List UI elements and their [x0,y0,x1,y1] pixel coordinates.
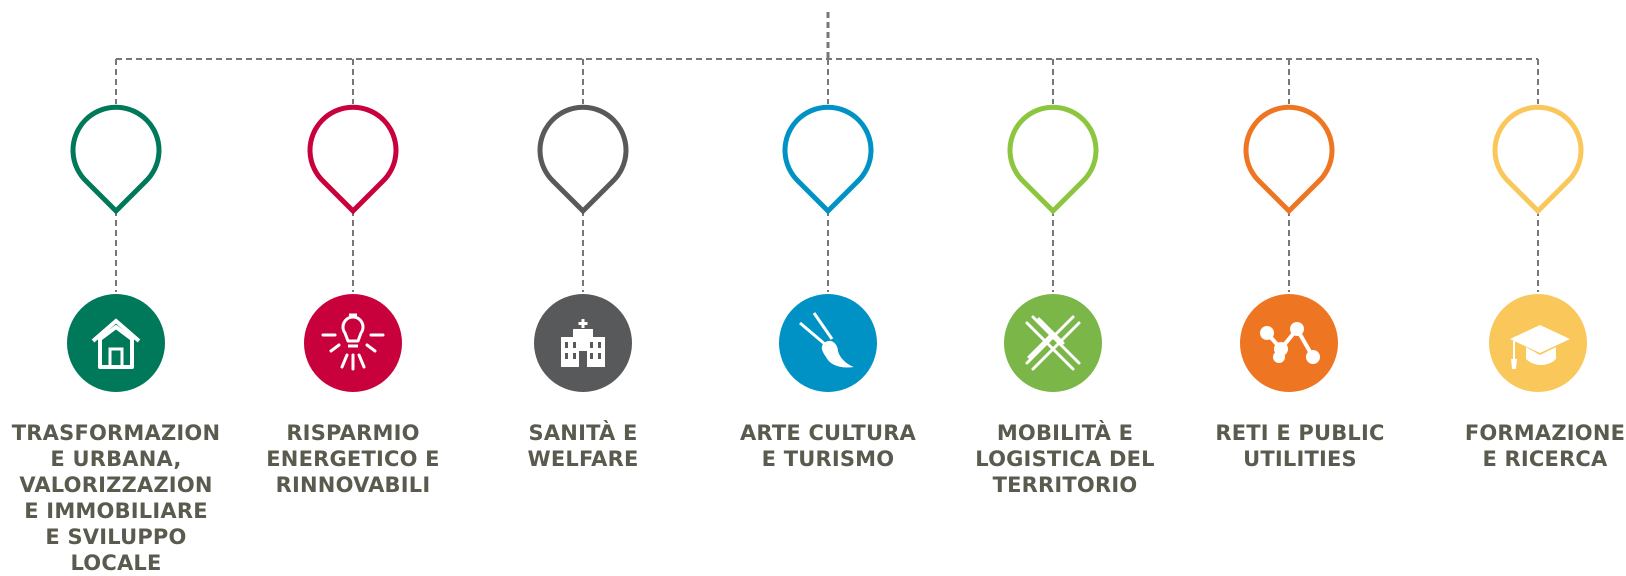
category-label-line: FORMAZIONE [1464,421,1626,445]
category-node [1004,59,1102,392]
crossroads-icon [1025,315,1081,371]
pin-marker-icon [537,104,629,215]
category-label-line: MOBILITÀ E [996,421,1134,445]
category-badge [304,294,402,392]
category-label-line: VALORIZZAZION [19,473,213,497]
category-label-line: E URBANA, [50,447,182,471]
category-node [1240,59,1338,392]
pin-marker-icon [1243,104,1335,215]
category-label-line: WELFARE [527,447,639,471]
category-badge [1240,294,1338,392]
category-label-line: E TURISMO [761,447,895,471]
category-label-line: RETI E PUBLIC [1215,421,1385,445]
house-icon [91,318,141,369]
category-label-line: TRASFORMAZION [11,421,221,445]
category-label-line: ENERGETICO E [266,447,440,471]
network-icon [1260,322,1320,364]
pin-marker-icon [782,104,874,215]
category-label-line: E RICERCA [1482,447,1608,471]
category-label-line: TERRITORIO [992,473,1138,497]
category-label-line: UTILITIES [1243,447,1357,471]
category-node [779,59,877,392]
category-label-line: RINNOVABILI [275,473,431,497]
category-label-line: E SVILUPPO [45,525,187,549]
hospital-icon [561,319,605,367]
graduation-cap-icon [1510,325,1570,369]
category-label-line: E IMMOBILIARE [24,499,208,523]
category-badge [67,294,165,392]
pin-marker-icon [70,104,162,215]
category-label-line: LOCALE [70,551,162,575]
category-label-line: ARTE CULTURA [739,421,917,445]
pin-marker-icon [1492,104,1584,215]
category-node [304,59,402,392]
category-node [67,59,165,392]
category-label-line: LOGISTICA DEL [975,447,1155,471]
paintbrush-icon [799,312,854,368]
lightbulb-icon [321,313,385,371]
pin-marker-icon [307,104,399,215]
category-label-line: RISPARMIO [286,421,420,445]
pin-marker-icon [1007,104,1099,215]
category-node [1489,59,1587,392]
category-badge [1004,294,1102,392]
category-node [534,59,632,392]
category-label-line: SANITÀ E [528,421,638,445]
